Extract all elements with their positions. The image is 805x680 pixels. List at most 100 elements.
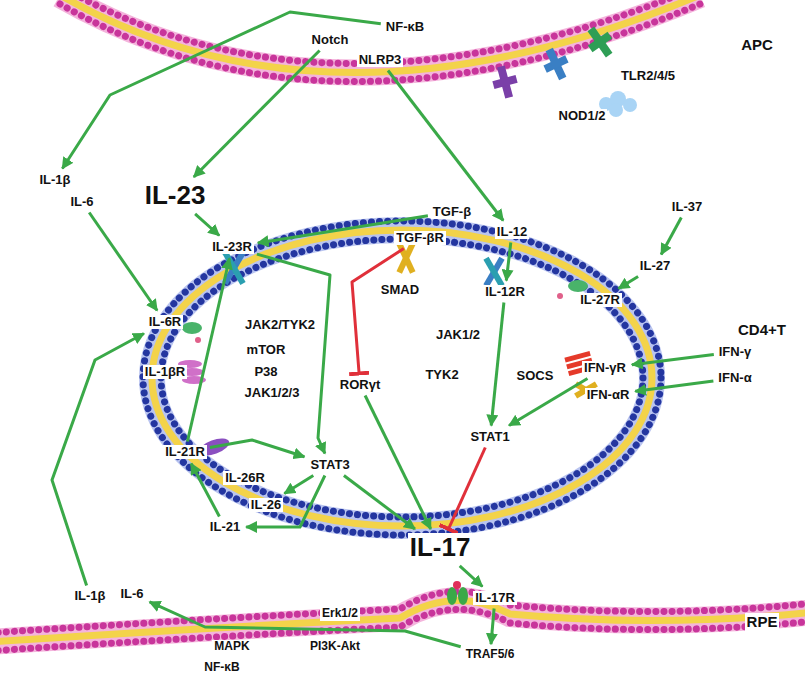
molecule-label: IL-12 [495, 225, 529, 240]
cell-region: RPEIL-17RTRAF5/6Erk1/2PI3K-AktMAPKNF-κB [0, 590, 805, 680]
signal-arrow [491, 303, 504, 426]
cell-region: APCNotchNF-κBNLRP3TLR2/4/5NOD1/2 [60, 0, 700, 90]
label-text: IL-27R [580, 293, 620, 308]
molecule-label: IL-21R [163, 445, 207, 460]
label-text: IL-1β [74, 589, 105, 604]
label-text: STAT1 [470, 430, 509, 445]
label-text: NF-κB [204, 661, 239, 675]
label-text: IL-1β [39, 173, 70, 188]
molecule-label: IL-21 [208, 520, 242, 535]
tlr-receptor [581, 22, 619, 62]
il6r-symbol [195, 337, 201, 343]
label-text: IFN-γ [719, 345, 752, 360]
tgfbr-symbol [397, 242, 416, 274]
cell-membrane-core [152, 230, 652, 526]
signal-arrow [344, 476, 415, 530]
label-text: STAT3 [310, 458, 349, 473]
label-text: Erk1/2 [322, 607, 358, 621]
molecule-label: NF-κB [384, 20, 426, 35]
signal-arrow [195, 214, 219, 236]
signal-arrow [62, 12, 380, 169]
cell-membrane [152, 230, 652, 526]
label-text: PI3K-Akt [310, 640, 360, 654]
molecule-label: TGF-β [431, 205, 473, 220]
molecule-label: TYK2 [423, 368, 460, 383]
inhibition-line [449, 448, 486, 530]
il12r-symbol [483, 257, 504, 288]
apc-membrane [60, 0, 700, 73]
cell-region: CD4+TIL-23RTGF-βRSMADIL-12RIL-27RIL-6RIL… [152, 230, 652, 526]
molecule-label: IL-1β [37, 173, 72, 188]
molecule-label: IL-1βR [143, 365, 187, 380]
label-text: NLRP3 [359, 53, 402, 68]
label-text: TYK2 [425, 368, 458, 383]
il17r-symbol [447, 581, 468, 605]
molecule-label: IL-17 [408, 533, 473, 563]
molecule-label: IL-6 [68, 195, 95, 210]
molecule-label: IFN-γR [582, 361, 628, 376]
signal-arrow [52, 334, 144, 586]
molecule-label: IL-37 [670, 200, 704, 215]
label-text: MAPK [214, 640, 249, 654]
label-text: IL-26R [225, 471, 265, 486]
inhibition-line [352, 249, 404, 374]
molecule-label: MAPK [212, 640, 251, 654]
molecule-label: STAT1 [468, 430, 511, 445]
label-text: IFN-γR [584, 361, 626, 376]
molecule-label: TLR2/4/5 [619, 69, 677, 84]
il27r-symbol [568, 280, 588, 292]
molecule-label: RORγt [338, 378, 382, 393]
signal-arrow [284, 476, 313, 494]
label-text: IFN-α [718, 371, 751, 386]
label-text: JAK1/2 [436, 328, 480, 343]
molecule-label: IL-26R [223, 471, 267, 486]
molecule-label: P38 [252, 365, 279, 380]
molecule-label: SMAD [379, 283, 421, 298]
signal-arrow [509, 379, 587, 426]
label-text: IL-6 [120, 587, 143, 602]
label-text: NF-κB [386, 20, 424, 35]
label-text: P38 [254, 365, 277, 380]
label-text: TGF-β [433, 205, 471, 220]
label-text: TGF-βR [396, 231, 444, 246]
label-text: RORγt [340, 378, 380, 393]
molecule-label: IL-23R [210, 240, 254, 255]
label-text: IL-23 [145, 181, 206, 211]
label-text: IL-37 [672, 200, 702, 215]
signal-arrow [506, 243, 511, 281]
label-text: IL-6 [70, 195, 93, 210]
label-text: NOD1/2 [559, 109, 606, 124]
molecule-label: IFN-αR [585, 388, 632, 403]
label-text: IL-17R [475, 591, 515, 606]
signal-arrow [632, 355, 714, 365]
label-text: TRAF5/6 [466, 648, 515, 662]
molecule-label: IL-26 [249, 498, 283, 513]
signal-arrow [89, 213, 157, 311]
label-text: Notch [312, 33, 349, 48]
molecule-label: mTOR [245, 343, 288, 358]
nod-receptor [538, 44, 573, 83]
signal-arrow [187, 259, 229, 442]
molecule-label: IL-6R [147, 315, 184, 330]
molecule-label: JAK1/2/3 [243, 386, 302, 401]
molecule-label: IFN-α [716, 371, 753, 386]
molecule-label: IL-6 [118, 587, 145, 602]
signal-arrow [150, 602, 461, 647]
signal-arrow [194, 51, 320, 178]
molecule-label: IL-12R [483, 285, 527, 300]
molecule-label: SOCS [515, 369, 556, 384]
molecule-label: TGF-βR [394, 231, 446, 246]
label-text: IL-6R [149, 315, 182, 330]
region-label: APC [739, 36, 775, 53]
molecule-label: STAT3 [308, 458, 351, 473]
signal-arrow [661, 218, 681, 255]
signal-arrow [388, 71, 503, 221]
il6r-symbol [182, 322, 202, 334]
label-text: IL-1βR [145, 365, 185, 380]
label-text: IL-23R [212, 240, 252, 255]
molecule-label: NLRP3 [357, 53, 404, 68]
membrane-receptor [489, 63, 520, 100]
